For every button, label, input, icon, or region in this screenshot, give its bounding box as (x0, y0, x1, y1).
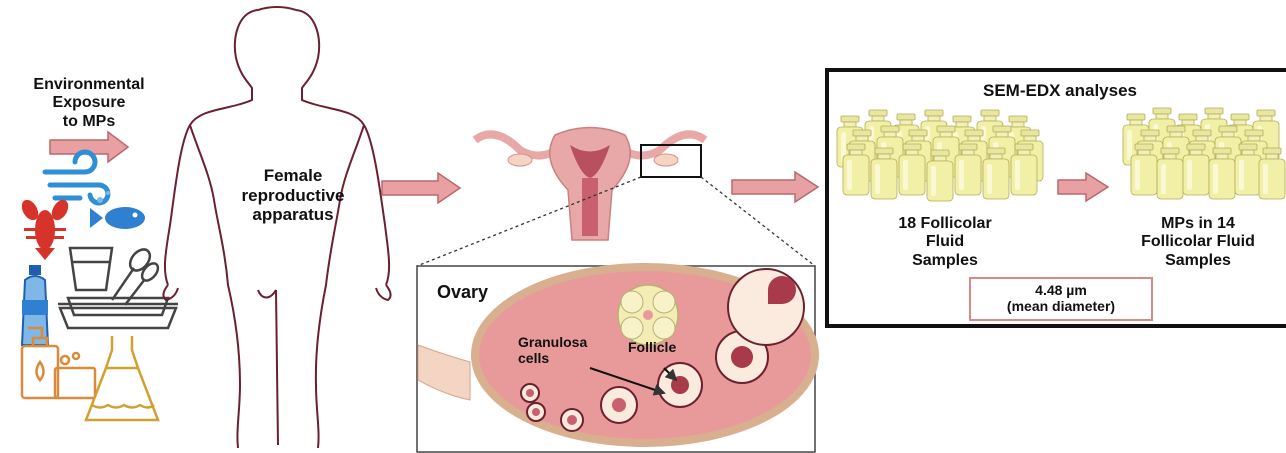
crayfish-icon (18, 197, 71, 260)
vials-group-left (837, 110, 1043, 201)
body-label-line: reproductive (218, 186, 368, 206)
sem-left-line: 18 Follicolar (850, 215, 1040, 233)
sem-right-line: MPs in 14 (1110, 215, 1286, 233)
body-label-line: Female (218, 166, 368, 186)
cup-icon (70, 248, 112, 290)
corpus-luteum (618, 285, 678, 345)
water-bottle-icon (22, 265, 48, 345)
granulosa-label-line: cells (518, 350, 602, 366)
exposure-title-line: Environmental (4, 76, 174, 94)
spoon-icon (112, 246, 161, 305)
sem-right-label: MPs in 14 Follicolar Fluid Samples (1110, 215, 1286, 270)
wind-icon (45, 152, 108, 203)
sem-left-label: 18 Follicolar Fluid Samples (850, 215, 1040, 270)
measure-value: 4.48 µm (970, 282, 1152, 298)
sem-right-line: Follicolar Fluid (1110, 233, 1286, 251)
body-label-line: apparatus (218, 205, 368, 225)
soap-dispenser-icon (22, 328, 95, 398)
exposure-title-line: to MPs (4, 113, 174, 131)
follicle-label: Follicle (628, 339, 676, 355)
exposure-arrow (50, 132, 128, 162)
body-to-uterus-arrow (382, 173, 460, 203)
food-container-icon (58, 298, 178, 328)
sem-title: SEM-EDX analyses (940, 81, 1180, 101)
exposure-title: Environmental Exposure to MPs (4, 76, 174, 131)
measure-label: (mean diameter) (970, 298, 1152, 314)
granulosa-label-line: Granulosa (518, 334, 602, 350)
exposure-title-line: Exposure (4, 94, 174, 112)
fish-icon (90, 191, 145, 229)
dress-icon (86, 336, 158, 420)
sem-left-line: Samples (850, 252, 1040, 270)
uterus-to-sem-arrow (732, 172, 818, 202)
ovary-title: Ovary (437, 282, 488, 303)
sem-left-line: Fluid (850, 233, 1040, 251)
granulosa-label: Granulosa cells (518, 334, 602, 366)
body-label: Female reproductive apparatus (218, 166, 368, 225)
female-body-outline (163, 7, 390, 448)
measure-text: 4.48 µm (mean diameter) (970, 282, 1152, 314)
sem-right-line: Samples (1110, 252, 1286, 270)
